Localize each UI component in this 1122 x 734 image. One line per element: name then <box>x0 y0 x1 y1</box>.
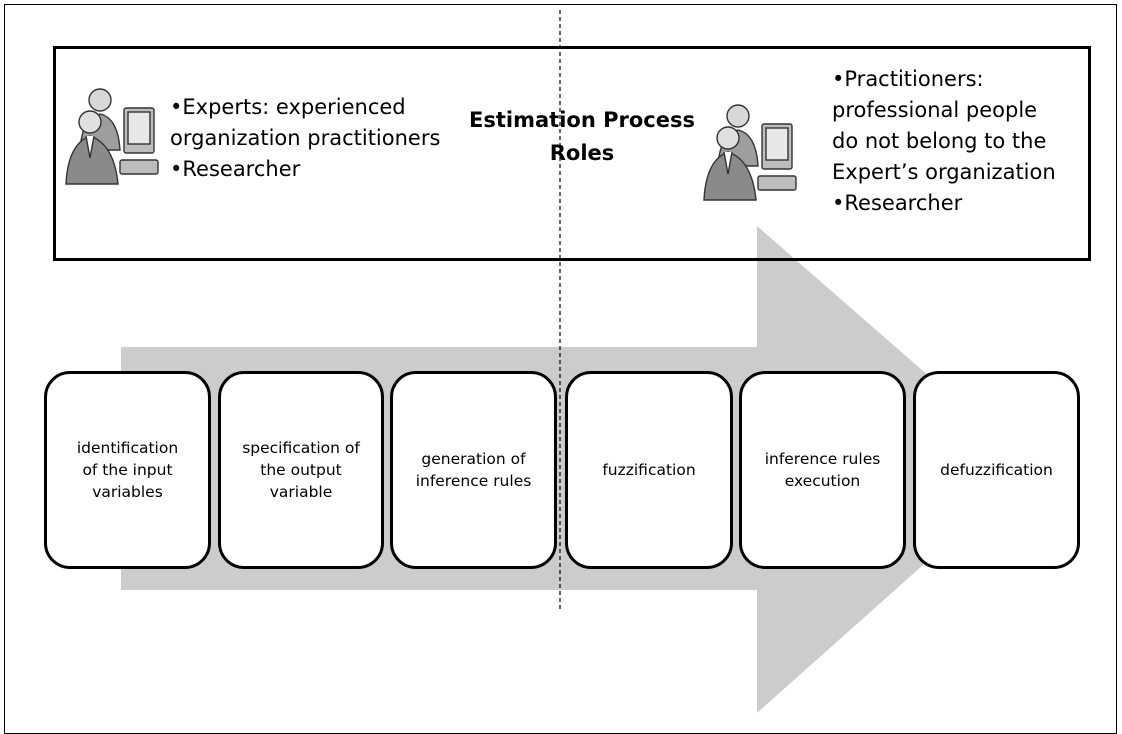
step-label-line: specification of <box>242 439 360 457</box>
left-role-line: •Experts: experienced <box>170 95 406 119</box>
left-role-line: •Researcher <box>170 157 301 181</box>
right-role-line: Expert’s organization <box>832 160 1056 184</box>
diagram-title: Estimation Process Roles <box>462 104 702 170</box>
step-inference-rules-execution: inference rules execution <box>739 371 906 569</box>
step-label-line: the output <box>260 461 342 479</box>
title-line-2: Roles <box>549 141 615 165</box>
step-specification-output-variable: specification of the output variable <box>218 371 384 569</box>
step-label-line: execution <box>784 472 861 490</box>
step-label-line: variables <box>92 483 163 501</box>
right-role-line: professional people <box>832 98 1038 122</box>
step-label-line: of the input <box>82 461 173 479</box>
step-label-line: defuzzification <box>940 461 1053 479</box>
title-line-1: Estimation Process <box>469 108 695 132</box>
right-role-line: •Researcher <box>832 191 963 215</box>
left-roles-text: •Experts: experienced organization pract… <box>170 92 440 185</box>
step-label-line: inference rules <box>415 472 532 490</box>
roles-box <box>53 46 1091 261</box>
step-label-line: generation of <box>421 450 526 468</box>
step-identification-input-variables: identification of the input variables <box>44 371 211 569</box>
right-role-line: do not belong to the <box>832 129 1047 153</box>
step-label-line: fuzzification <box>602 461 696 479</box>
left-role-line: organization practitioners <box>170 126 441 150</box>
step-label-line: variable <box>269 483 333 501</box>
people-at-computer-icon <box>65 88 159 185</box>
right-role-line: •Practitioners: <box>832 67 984 91</box>
step-defuzzification: defuzzification <box>913 371 1080 569</box>
step-fuzzification: fuzzification <box>565 371 733 569</box>
step-generation-inference-rules: generation of inference rules <box>390 371 557 569</box>
right-roles-text: •Practitioners: professional people do n… <box>832 64 1056 219</box>
step-label-line: inference rules <box>764 450 881 468</box>
people-at-computer-icon <box>703 104 797 201</box>
step-label-line: identification <box>76 439 179 457</box>
